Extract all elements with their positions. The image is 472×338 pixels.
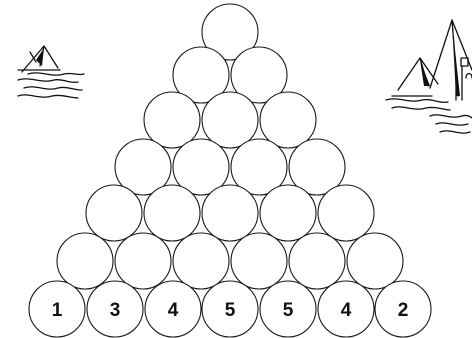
- number-value-1: 1: [52, 300, 63, 321]
- empty-cell-r5-c3[interactable]: [202, 185, 258, 241]
- empty-cell-r5-c4[interactable]: [260, 185, 316, 241]
- number-value-3: 4: [168, 300, 179, 321]
- number-value-5: 5: [283, 300, 294, 321]
- empty-cell-r5-c5[interactable]: [318, 185, 374, 241]
- number-value-4: 5: [225, 300, 236, 321]
- empty-cell-r6-c5[interactable]: [289, 233, 345, 289]
- empty-cell-r6-c3[interactable]: [173, 233, 229, 289]
- empty-cell-r5-c2[interactable]: [144, 185, 200, 241]
- number-value-7: 2: [398, 300, 409, 321]
- empty-cell-r3-c2[interactable]: [202, 92, 258, 148]
- pyramid-and-castle-sketch-icon: [386, 20, 472, 133]
- empty-circles: [57, 4, 403, 289]
- pyramid-sketch-icon: [18, 46, 84, 98]
- empty-cell-r6-c2[interactable]: [115, 233, 171, 289]
- empty-cell-r3-c3[interactable]: [260, 92, 316, 148]
- empty-cell-r6-c4[interactable]: [231, 233, 287, 289]
- bottom-row: 1 3 4 5 5 4 2: [29, 281, 431, 337]
- number-value-2: 3: [110, 300, 121, 321]
- empty-cell-r3-c1[interactable]: [144, 92, 200, 148]
- empty-cell-r5-c1[interactable]: [86, 185, 142, 241]
- empty-cell-r6-c1[interactable]: [57, 233, 113, 289]
- empty-cell-r6-c6[interactable]: [347, 233, 403, 289]
- number-value-6: 4: [341, 300, 352, 321]
